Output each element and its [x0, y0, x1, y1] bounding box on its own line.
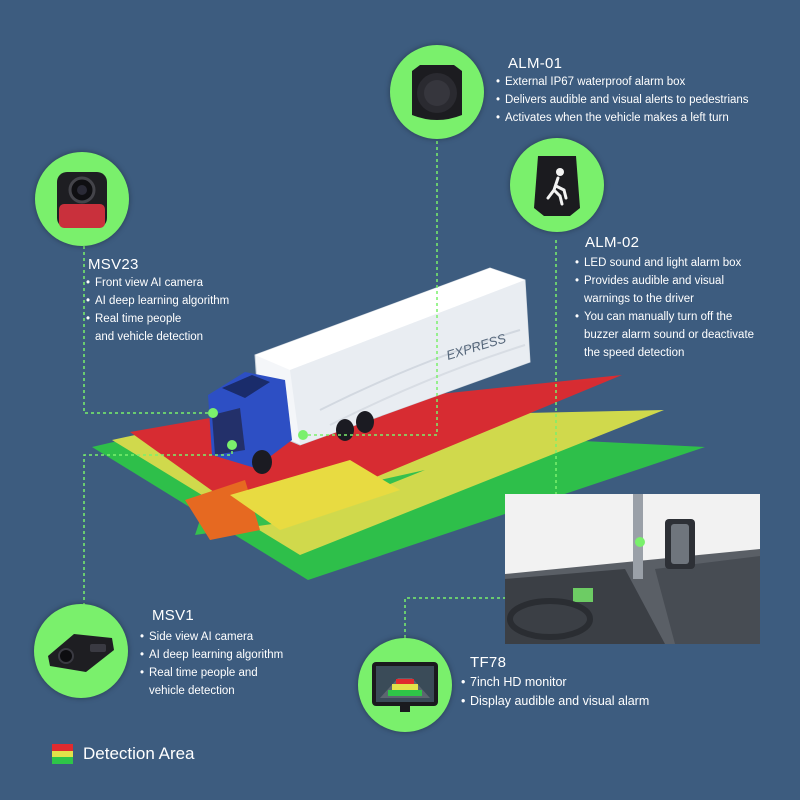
msv1-icon-circle: [34, 604, 128, 698]
bullet: 7inch HD monitor: [461, 673, 649, 692]
tf78-icon-circle: [358, 638, 452, 732]
cab-windshield: [222, 375, 270, 398]
alm02-icon-circle: [510, 138, 604, 232]
truck: EXPRESS: [208, 267, 531, 474]
bullet: and vehicle detection: [95, 331, 204, 343]
alm01-title: ALM-01: [508, 55, 563, 72]
bullet: warnings to the driver: [584, 293, 694, 305]
wheel-rear: [336, 419, 354, 441]
msv1-title: MSV1: [152, 607, 195, 624]
zone-red-outer: [130, 375, 622, 525]
wheel-rear2: [356, 411, 374, 433]
bullet: AI deep learning algorithm: [140, 646, 283, 664]
alm01-icon-circle: [390, 45, 484, 139]
bullet: Real time people: [86, 310, 229, 328]
bullet: Front view AI camera: [86, 274, 229, 292]
bullet: AI deep learning algorithm: [86, 292, 229, 310]
trailer-side-shade: [290, 280, 530, 445]
hd-monitor-icon: [372, 662, 438, 712]
walking-person-alarm-icon: [534, 156, 580, 216]
bullet: You can manually turn off the: [575, 308, 754, 326]
detection-area-swatch-icon: [52, 744, 73, 765]
msv23-icon-circle: [35, 152, 129, 246]
bullet: Activates when the vehicle makes a left …: [496, 109, 749, 127]
bullet: Provides audible and visual: [575, 272, 754, 290]
bullet: Display audible and visual alarm: [461, 692, 649, 711]
tf78-title: TF78: [470, 654, 507, 671]
msv23-connector: [83, 240, 213, 414]
legend: Detection Area: [52, 743, 195, 765]
side-camera-icon: [48, 634, 114, 672]
msv1-connector: [83, 445, 233, 605]
bullet: Delivers audible and visual alerts to pe…: [496, 91, 749, 109]
front-camera-icon: [57, 172, 107, 228]
wheel-front: [252, 450, 272, 474]
cab-grille: [212, 408, 245, 455]
alarm-speaker-icon: [412, 65, 462, 120]
bullet: Real time people and: [140, 664, 283, 682]
trailer-top: [255, 268, 525, 370]
bullet: LED sound and light alarm box: [575, 254, 754, 272]
legend-label: Detection Area: [83, 744, 195, 763]
bullet: Side view AI camera: [140, 628, 283, 646]
zone-yellow-front: [230, 460, 400, 530]
msv23-bullets: Front view AI camera AI deep learning al…: [86, 274, 229, 346]
bullet: buzzer alarm sound or deactivate: [584, 329, 755, 341]
msv23-title: MSV23: [88, 256, 139, 273]
tf78-bullets: 7inch HD monitor Display audible and vis…: [461, 673, 649, 711]
msv1-bullets: Side view AI camera AI deep learning alg…: [140, 628, 283, 700]
bullet: vehicle detection: [149, 685, 235, 697]
alm02-bullets: LED sound and light alarm box Provides a…: [575, 254, 754, 362]
cab-interior-photo: [505, 494, 760, 644]
alm01-connector: [303, 135, 438, 436]
bullet: the speed detection: [584, 347, 685, 359]
alm01-bullets: External IP67 waterproof alarm box Deliv…: [496, 73, 749, 127]
alm02-title: ALM-02: [585, 234, 640, 251]
bullet: External IP67 waterproof alarm box: [496, 73, 749, 91]
